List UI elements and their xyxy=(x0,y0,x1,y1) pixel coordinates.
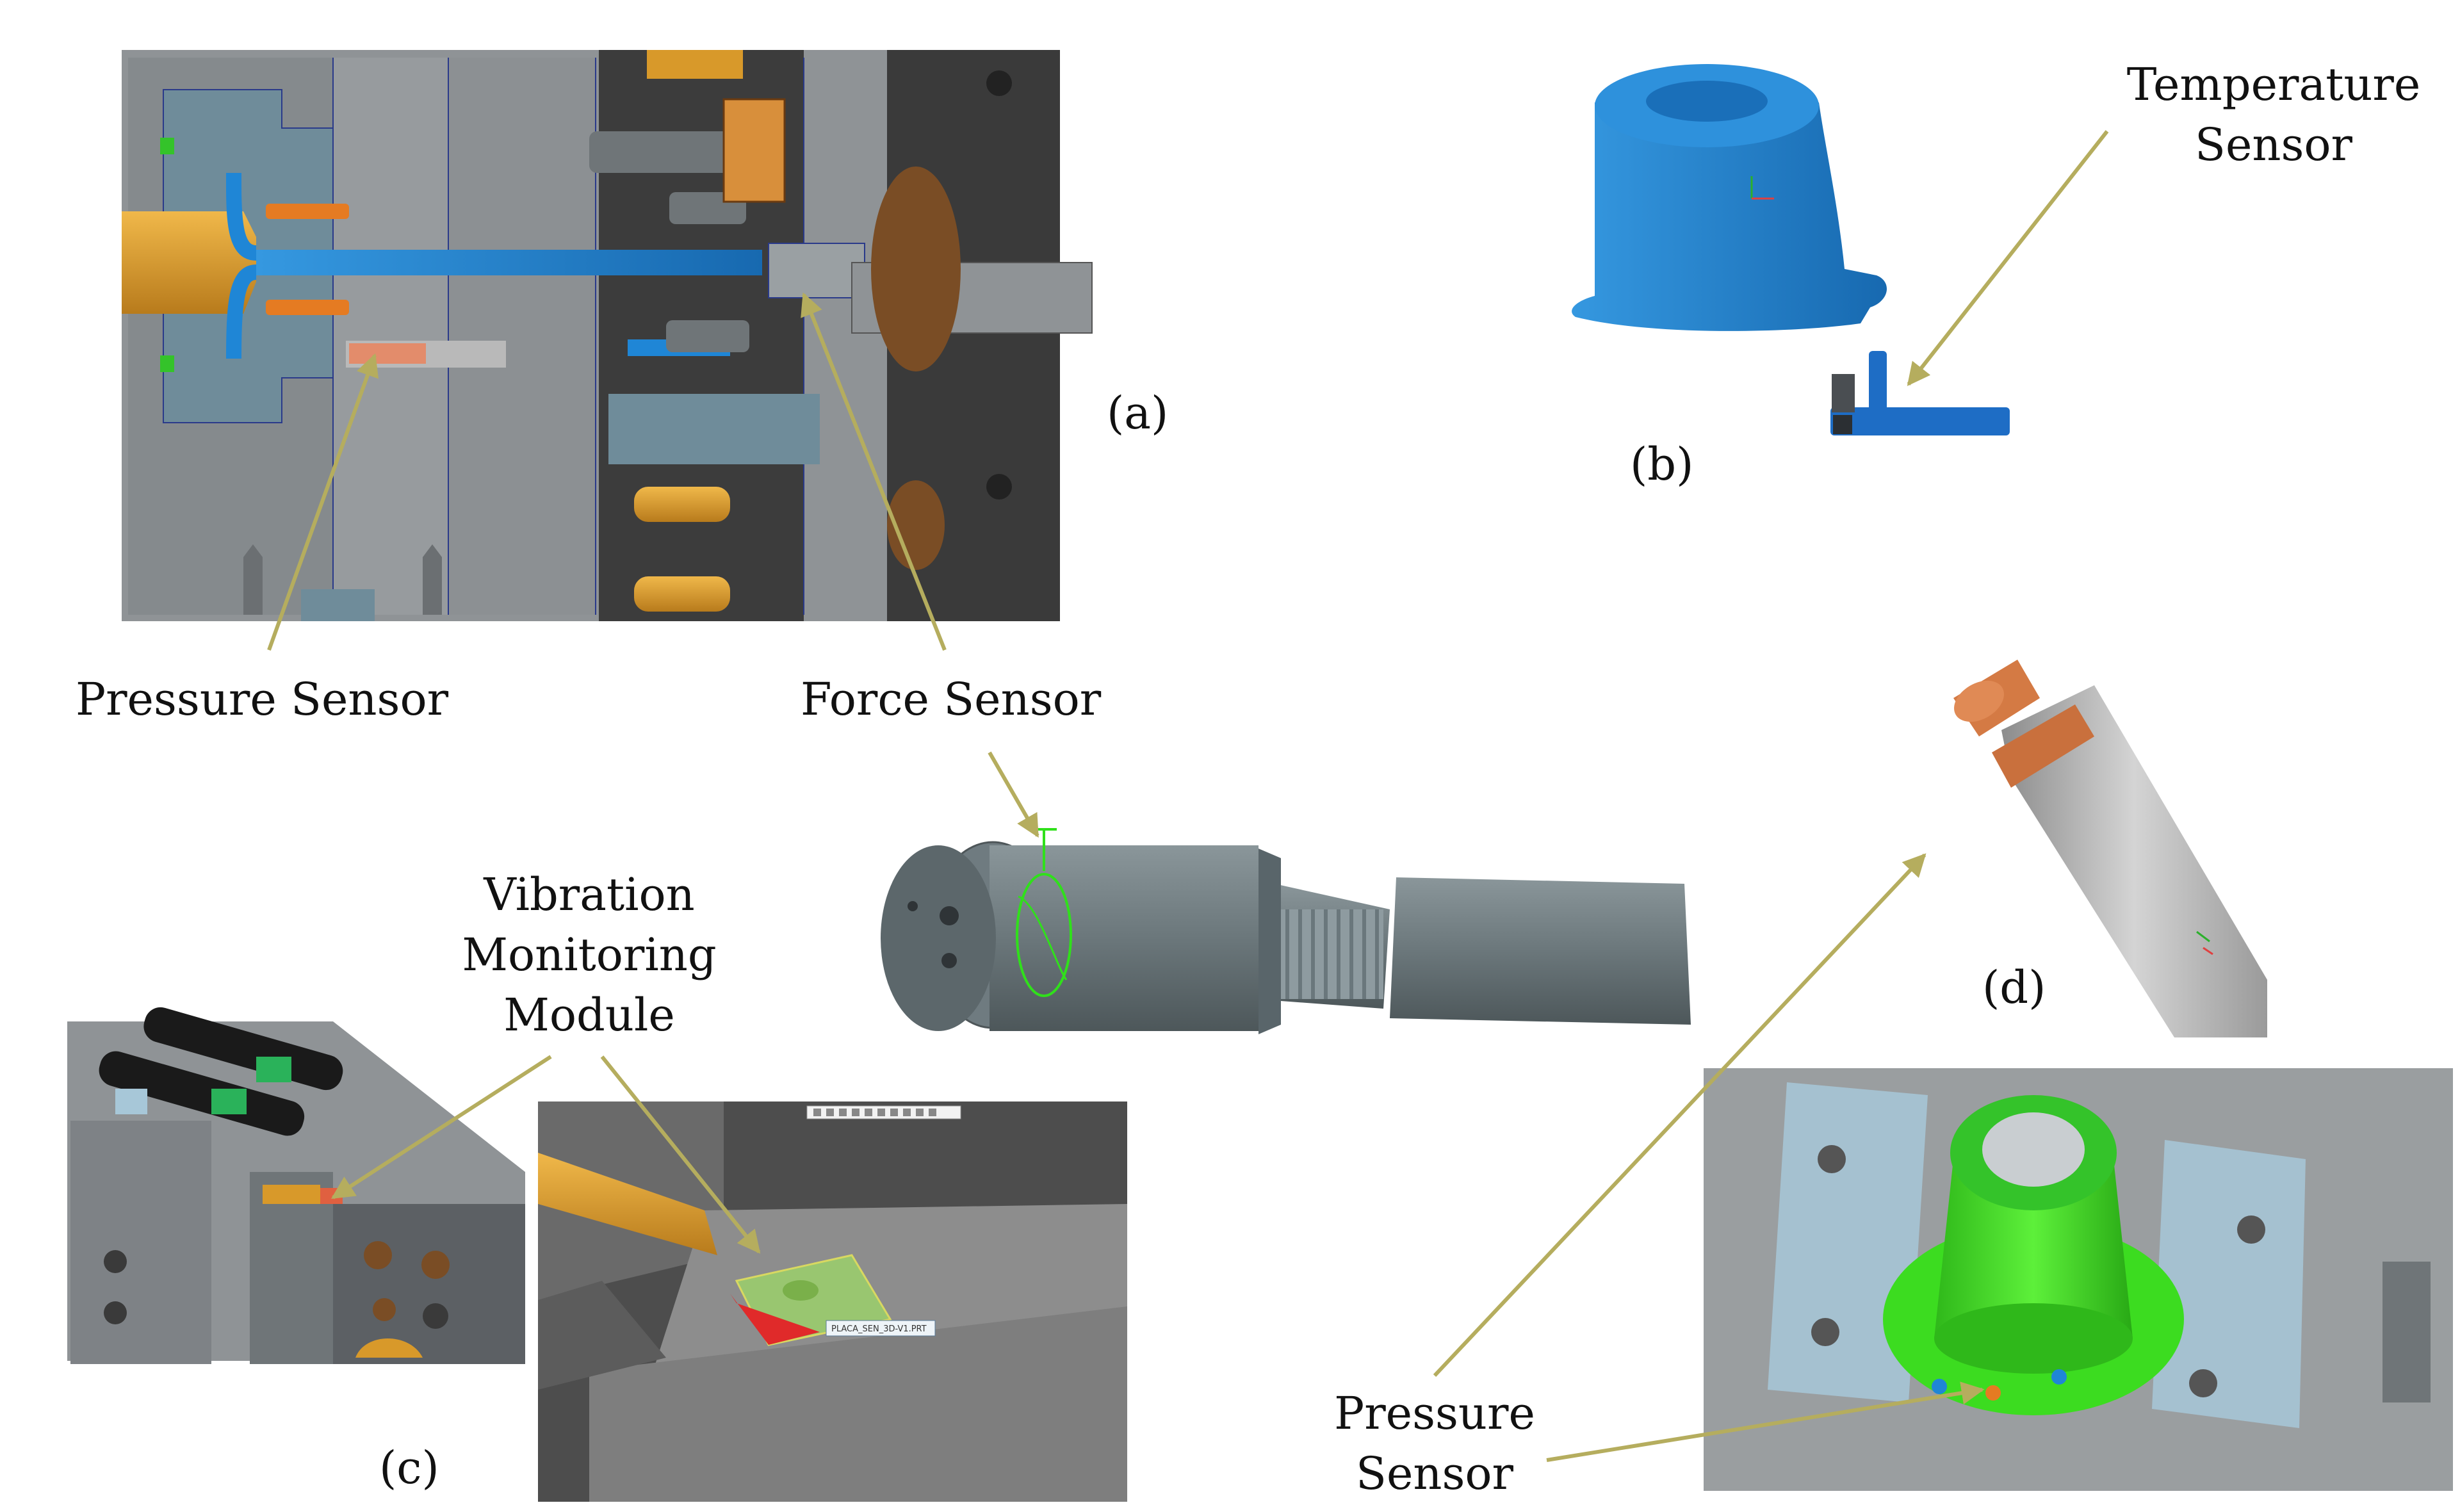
panel-c-assembly xyxy=(67,1007,525,1364)
vibration-label-line1: Vibration xyxy=(484,868,695,921)
arrow-force-sensor-a xyxy=(801,292,947,651)
arrow-vibration-right xyxy=(600,1055,761,1254)
pressure-sensor-label-a: Pressure Sensor xyxy=(76,673,449,726)
panel-b-label: (b) xyxy=(1630,438,1694,491)
force-sensor-label: Force Sensor xyxy=(801,673,1102,726)
panel-c-cad-view: PLACA_SEN_3D-V1.PRT xyxy=(538,1101,1127,1502)
cad-callout-text: PLACA_SEN_3D-V1.PRT xyxy=(831,1324,927,1334)
vibration-module-label: Vibration Monitoring Module xyxy=(410,865,769,1045)
temperature-sensor-label-line2: Sensor xyxy=(2195,118,2352,171)
panel-c-label: (c) xyxy=(379,1442,439,1494)
panel-a-mold-section xyxy=(122,50,1093,621)
arrow-temperature xyxy=(1907,130,2109,386)
arrow-pressure-d-bottom xyxy=(1546,1381,1985,1462)
force-sensor-model xyxy=(881,828,1691,1034)
pressure-sensor-label-d: Pressure Sensor xyxy=(1307,1383,1563,1504)
arrow-vibration-left xyxy=(330,1055,552,1199)
panel-d-mold xyxy=(1704,1068,2453,1491)
panel-d-pipe xyxy=(1953,660,2267,1037)
arrow-pressure-a xyxy=(267,353,379,651)
vibration-label-line3: Module xyxy=(503,989,675,1041)
panel-a-label: (a) xyxy=(1107,387,1169,439)
panel-d-label: (d) xyxy=(1982,961,2046,1014)
pressure-sensor-d-line1: Pressure xyxy=(1334,1387,1535,1440)
temperature-sensor-label: Temperature Sensor xyxy=(2107,54,2440,175)
arrow-pressure-d-top xyxy=(1433,853,1926,1378)
vibration-label-line2: Monitoring xyxy=(462,929,717,981)
callout-arrows xyxy=(267,130,2109,1462)
temperature-sensor-label-line1: Temperature xyxy=(2126,58,2421,111)
pressure-sensor-d-line2: Sensor xyxy=(1356,1447,1513,1500)
panel-b-part xyxy=(1572,64,2010,435)
arrow-force-sensor-model xyxy=(988,751,1039,838)
